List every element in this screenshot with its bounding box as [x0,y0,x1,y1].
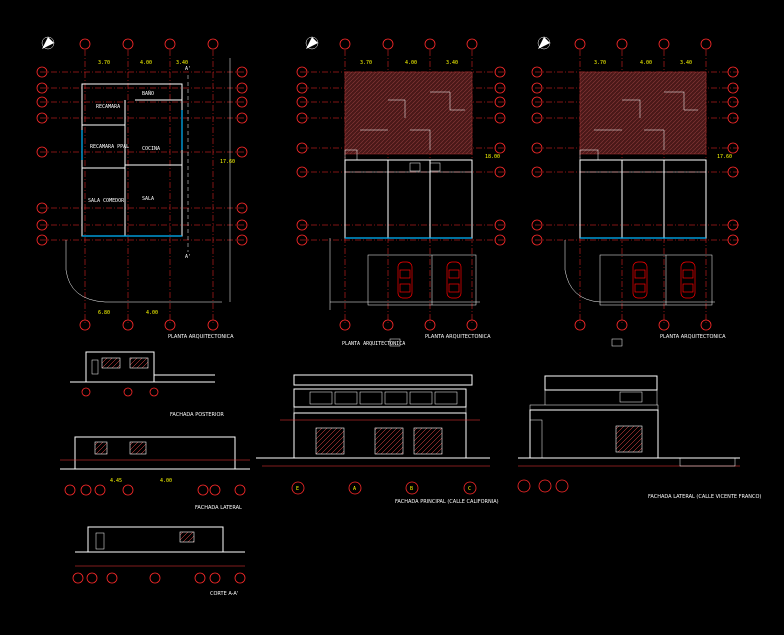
dim-text: 4.00 [405,60,417,66]
section-grid-bubbles [72,572,246,584]
section-title: CORTE A-A' [210,591,238,597]
dim-text: 6.80 [98,310,110,316]
plan-1: RECAMARA BAÑO RECAMARA PPAL COCINA SALA … [36,36,248,340]
elevation-lateral: 4.45 4.00 FACHADA LATERAL [60,436,250,511]
elevation-posterior: FACHADA POSTERIOR [70,351,224,418]
car-icon [397,261,413,299]
plan-1-grid [36,38,248,331]
dim-text: 18.00 [485,154,500,160]
dim-text: 17.60 [220,159,235,165]
section-mark: A' [185,254,191,260]
lateral-title: FACHADA LATERAL [195,505,242,511]
dim-text: 4.00 [160,478,172,484]
elevation-lateral-2: FACHADA LATERAL (CALLE VICENTE FRANCO) [517,375,761,500]
elevation-principal: E A B C FACHADA PRINCIPAL (CALLE CALIFOR… [256,374,499,505]
room-label: RECAMARA PPAL [90,144,129,150]
grid-label: E [296,486,299,492]
scale-note: PLANTA ARQUITECTONICA [342,341,405,347]
plan-3: 3.70 4.00 3.40 17.60 PLANTA ARQUITECTONI… [531,36,740,347]
grid-label: C [468,486,471,492]
plan-2: 3.70 4.00 3.40 18.00 PLANTA ARQUITECTONI… [296,36,506,347]
dim-text: 17.60 [717,154,732,160]
posterior-title: FACHADA POSTERIOR [170,412,224,418]
section-aa: CORTE A-A' [72,526,246,597]
grid-label: A [353,486,356,492]
principal-grid-bubbles [291,481,477,495]
dim-text: 3.70 [98,60,110,66]
lateral2-title: FACHADA LATERAL (CALLE VICENTE FRANCO) [648,494,761,500]
car-icon [446,261,462,299]
dim-text: 4.00 [140,60,152,66]
plan-2-title: PLANTA ARQUITECTONICA [425,334,491,340]
north-arrow-icon [305,36,319,50]
dim-text: 4.45 [110,478,122,484]
car-icon [632,261,648,299]
lateral2-grid-bubbles [517,479,569,493]
section-mark: A' [185,66,191,72]
dim-text: 3.40 [176,60,188,66]
room-label: COCINA [142,146,160,152]
principal-title: FACHADA PRINCIPAL (CALLE CALIFORNIA) [395,499,499,505]
grid-label: B [410,486,413,492]
room-label: SALA [142,196,154,202]
dim-text: 4.00 [146,310,158,316]
room-label: RECAMARA [96,104,120,110]
dim-text: 3.70 [594,60,606,66]
lateral-grid-bubbles [64,484,246,496]
plan-3-title: PLANTA ARQUITECTONICA [660,334,726,340]
room-label: BAÑO [142,90,154,97]
roof-area [344,71,473,155]
dim-text: 3.40 [446,60,458,66]
plan-1-title: PLANTA ARQUITECTONICA [168,334,234,340]
dim-text: 4.00 [640,60,652,66]
dim-text: 3.70 [360,60,372,66]
car-icon [680,261,696,299]
north-arrow-icon [41,36,55,50]
dim-text: 3.40 [680,60,692,66]
north-arrow-icon [537,36,551,50]
room-label: SALA COMEDOR [88,198,125,204]
upper-windows [309,391,458,405]
roof-area [579,71,707,155]
